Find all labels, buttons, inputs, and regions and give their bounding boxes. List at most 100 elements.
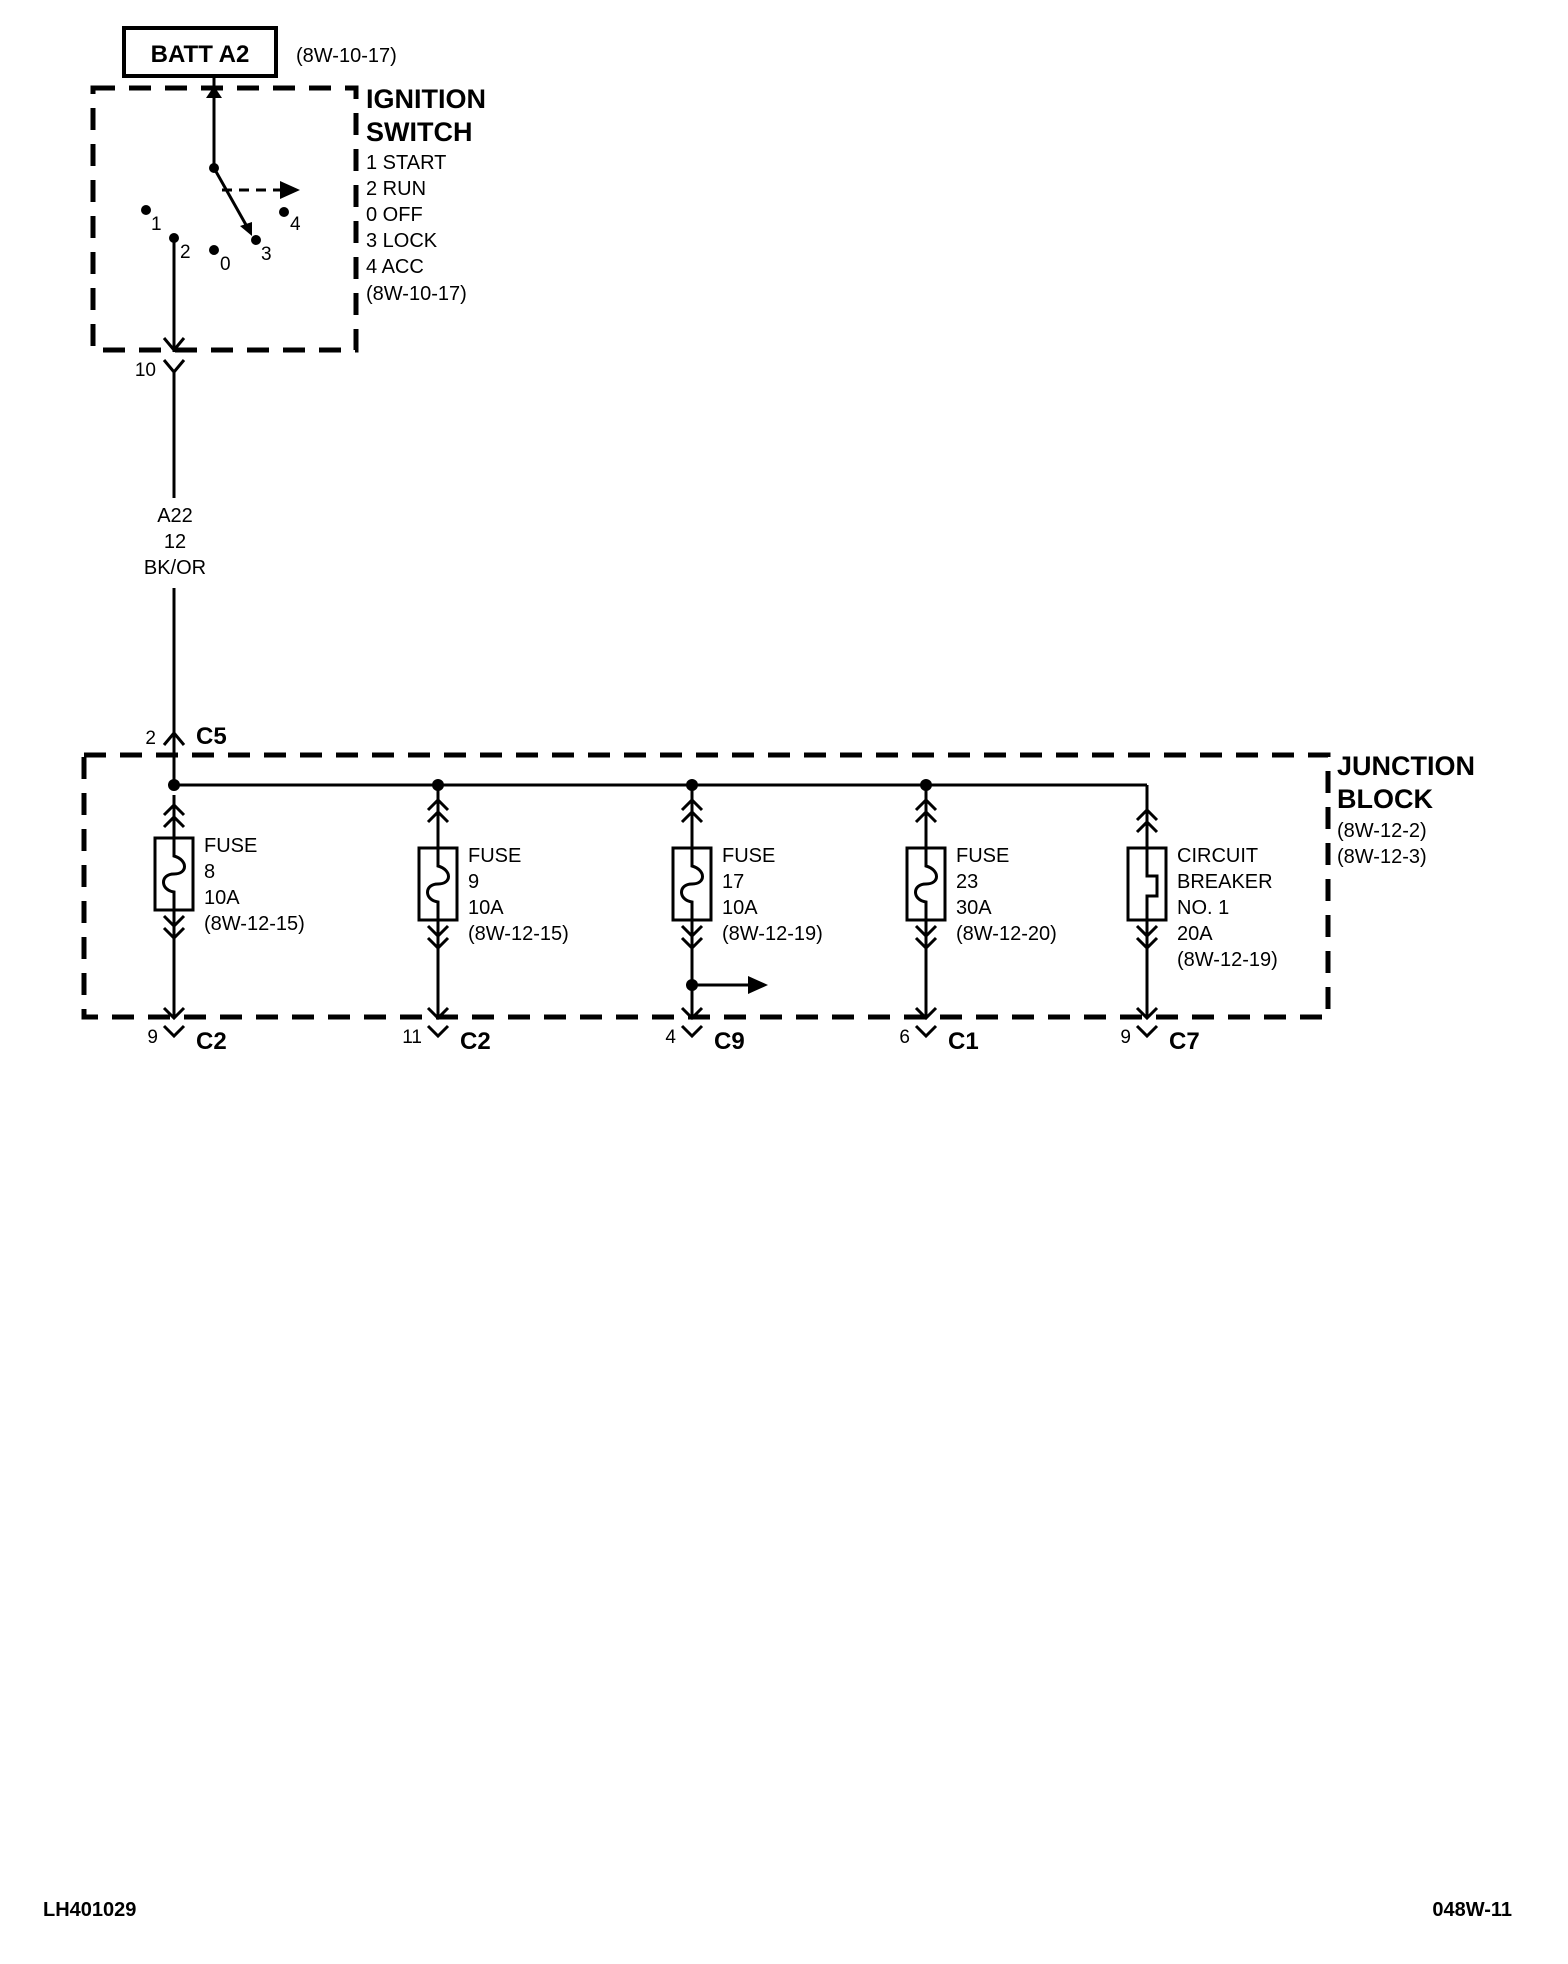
wire-circuit: A22: [157, 505, 193, 527]
branch-3-terminal-bot-b: [914, 936, 938, 951]
input-connector-name: C5: [196, 723, 227, 750]
branch-4-output-arrow: [1135, 1006, 1159, 1021]
branch-4-breaker-element: [1145, 848, 1159, 920]
branch-0-terminal-top-b: [162, 814, 186, 829]
branch-1-rating: 10A: [468, 897, 504, 919]
branch-2-bus-dot: [686, 779, 698, 791]
branch-2-output-arrow: [680, 1006, 704, 1021]
branch-4-ref: (8W-12-19): [1177, 949, 1278, 971]
junction-block-box: [81, 752, 1331, 1020]
branch-1-terminal-bot-a: [426, 924, 450, 939]
branch-3-rating: 30A: [956, 897, 992, 919]
ignition-title-2: SWITCH: [366, 117, 472, 147]
branch-4-label-3: NO. 1: [1177, 897, 1229, 919]
branch-0-connector-name: C2: [196, 1028, 227, 1055]
branch-1-label-2: 9: [468, 871, 479, 893]
branch-0-label-1: FUSE: [204, 835, 257, 857]
battery-ref: (8W-10-17): [296, 45, 397, 67]
branch-3-terminal-bot-a: [914, 924, 938, 939]
contact-1: [141, 205, 151, 215]
branch-1-output-arrow: [426, 1006, 450, 1021]
branch-3-bus-dot: [920, 779, 932, 791]
branch-0-ref: (8W-12-15): [204, 913, 305, 935]
switch-output-connector: [162, 359, 186, 375]
battery-box: [122, 26, 278, 78]
branch-3-label-2: 23: [956, 871, 978, 893]
branch-3-terminal-top-a: [914, 797, 938, 812]
branch-4-pin: 9: [1120, 1027, 1131, 1048]
branch-4-terminal-bot-a: [1135, 924, 1159, 939]
branch-4-terminal-top-a: [1135, 807, 1159, 822]
switch-output-pin: 10: [135, 360, 156, 381]
branch-1-output-connector: [426, 1024, 450, 1039]
branch-1-fuse-element: [426, 848, 450, 920]
branch-3-label-1: FUSE: [956, 845, 1009, 867]
branch-0-terminal-bot-a: [162, 914, 186, 929]
branch-4-terminal-top-b: [1135, 819, 1159, 834]
switch-blade: [212, 167, 252, 233]
branch-2-ref: (8W-12-19): [722, 923, 823, 945]
branch-4-connector-name: C7: [1169, 1028, 1200, 1055]
branch-2-pin: 4: [665, 1027, 676, 1048]
branch-1-connector-name: C2: [460, 1028, 491, 1055]
switch-movement-arrow: [280, 181, 300, 199]
ignition-ref: (8W-10-17): [366, 283, 467, 305]
footer-right: 048W-11: [1432, 1899, 1512, 1921]
contact-0: [209, 245, 219, 255]
branch-1-terminal-bot-b: [426, 936, 450, 951]
ignition-position-2: 2 RUN: [366, 178, 426, 200]
ignition-position-5: 4 ACC: [366, 256, 424, 278]
branch-2-terminal-bot-a: [680, 924, 704, 939]
branch-0-bus-dot: [168, 779, 180, 791]
contact-label-0: 0: [220, 254, 231, 275]
branch-2-terminal-bot-b: [680, 936, 704, 951]
junction-ref-2: (8W-12-3): [1337, 846, 1427, 868]
branch-1-bus-dot: [432, 779, 444, 791]
branch-0-fuse-element: [162, 838, 186, 910]
branch-2-tap-arrow: [748, 976, 768, 994]
branch-0-terminal-top-a: [162, 802, 186, 817]
ignition-position-1: 1 START: [366, 152, 446, 174]
branch-1-terminal-top-b: [426, 809, 450, 824]
branch-0-pin: 9: [147, 1027, 158, 1048]
footer-left: LH401029: [43, 1899, 136, 1921]
junction-title-1: JUNCTION: [1337, 751, 1475, 781]
branch-4-label-2: BREAKER: [1177, 871, 1273, 893]
branch-3-output-arrow: [914, 1006, 938, 1021]
branch-3-output-connector: [914, 1024, 938, 1039]
battery-feed-arrow: [206, 86, 222, 98]
ignition-position-4: 3 LOCK: [366, 230, 438, 252]
branch-0-output-arrow: [162, 1006, 186, 1021]
branch-2-output-connector: [680, 1024, 704, 1039]
contact-label-3: 3: [261, 244, 272, 265]
contact-label-4: 4: [290, 214, 301, 235]
branch-3-fuse-element: [914, 848, 938, 920]
branch-4-label-1: CIRCUIT: [1177, 845, 1258, 867]
branch-4-terminal-bot-b: [1135, 936, 1159, 951]
branch-0-label-2: 8: [204, 861, 215, 883]
branch-1-label-1: FUSE: [468, 845, 521, 867]
branch-2-label-1: FUSE: [722, 845, 775, 867]
input-connector-pin: 2: [145, 728, 156, 749]
input-connector: [162, 730, 186, 746]
branch-3-ref: (8W-12-20): [956, 923, 1057, 945]
junction-ref-1: (8W-12-2): [1337, 820, 1427, 842]
wire-color: BK/OR: [144, 557, 206, 579]
branch-2-label-2: 17: [722, 871, 744, 893]
branch-2-rating: 10A: [722, 897, 758, 919]
wire-gauge: 12: [164, 531, 186, 553]
branch-1-pin: 11: [402, 1027, 422, 1048]
branch-3-terminal-top-b: [914, 809, 938, 824]
contact-label-1: 1: [151, 214, 162, 235]
ignition-switch-box: [90, 85, 359, 353]
branch-1-ref: (8W-12-15): [468, 923, 569, 945]
contact-4: [279, 207, 289, 217]
branch-4-rating: 20A: [1177, 923, 1213, 945]
switch-output-arrow: [162, 337, 186, 353]
branch-3-connector-name: C1: [948, 1028, 979, 1055]
battery-label: BATT A2: [151, 41, 250, 68]
contact-label-2: 2: [180, 242, 191, 263]
switch-blade-arrow: [240, 222, 252, 236]
